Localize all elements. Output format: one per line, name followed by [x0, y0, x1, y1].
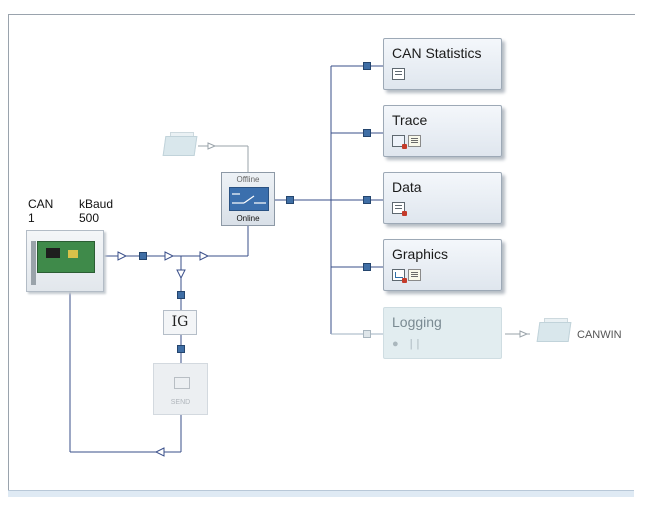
data-title: Data	[392, 179, 422, 195]
graphics-block[interactable]: Graphics	[383, 239, 502, 291]
can-hardware-block[interactable]	[26, 230, 104, 292]
logging-output-filename: CANWIN	[577, 329, 622, 341]
data-block[interactable]: Data	[383, 172, 502, 224]
data-window-icon	[392, 202, 407, 216]
send-block[interactable]: SEND	[153, 363, 208, 415]
can-card-icon	[37, 241, 95, 273]
logging-output-folder-icon[interactable]	[536, 318, 572, 342]
online-label: Online	[236, 214, 260, 223]
measurement-setup-canvas	[8, 14, 635, 493]
notes-icon	[408, 135, 421, 147]
offline-source-folder-icon[interactable]	[162, 132, 198, 156]
ig-output-port[interactable]	[177, 345, 185, 353]
trace-port[interactable]	[363, 129, 371, 137]
card-bracket	[31, 241, 36, 285]
logging-title: Logging	[392, 314, 442, 330]
can-statistics-title: CAN Statistics	[392, 45, 482, 61]
send-label: SEND	[170, 399, 191, 406]
trace-window-icon	[392, 135, 407, 149]
baud-header: kBaud	[79, 197, 114, 211]
trace-title: Trace	[392, 112, 428, 128]
envelope-icon	[174, 377, 190, 389]
can-statistics-block[interactable]: CAN Statistics	[383, 38, 502, 90]
baud-value: 500	[79, 211, 100, 225]
table-icon	[392, 68, 405, 80]
interactive-generator-block[interactable]: IG	[163, 310, 197, 335]
offline-label: Offline	[236, 175, 260, 184]
notes-icon	[408, 269, 421, 281]
trace-block[interactable]: Trace	[383, 105, 502, 157]
graphics-port[interactable]	[363, 263, 371, 271]
logging-record-pause-icons: ● ||	[392, 338, 424, 350]
switch-output-port[interactable]	[286, 196, 294, 204]
ig-input-port[interactable]	[177, 291, 185, 299]
logging-block[interactable]: Logging ● ||	[383, 307, 502, 359]
online-offline-switch[interactable]: Offline Online	[221, 172, 275, 226]
logging-port[interactable]	[363, 330, 371, 338]
switch-icon	[229, 187, 269, 211]
data-port[interactable]	[363, 196, 371, 204]
graphics-title: Graphics	[392, 246, 449, 262]
channel-value: 1	[28, 211, 35, 225]
can-statistics-port[interactable]	[363, 62, 371, 70]
channel-header: CAN	[28, 197, 54, 211]
graphics-window-icon	[392, 269, 407, 283]
canvas-bottom-bar	[8, 490, 634, 497]
hardware-output-port[interactable]	[139, 252, 147, 260]
